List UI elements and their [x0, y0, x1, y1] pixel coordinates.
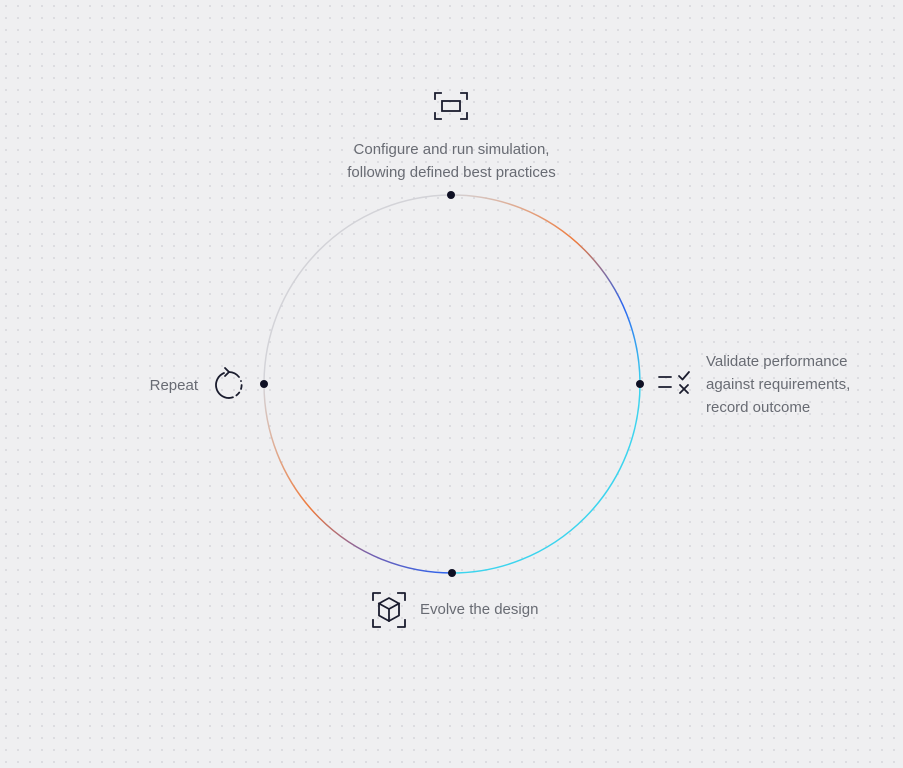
step-validate-line-3: record outcome — [706, 399, 811, 416]
step-evolve-label: Evolve the design — [420, 598, 538, 621]
step-validate-label: Validate performance against requirement… — [706, 350, 850, 419]
checklist-icon — [658, 371, 690, 394]
frame-icon — [434, 92, 468, 120]
ring-arc-bottom-right — [451, 383, 641, 574]
step-configure-label: Configure and run simulation, following … — [300, 138, 603, 184]
step-configure-line-2: following defined best practices — [347, 164, 556, 181]
ring-arc-top-right — [450, 194, 641, 385]
ring-arc-top-left — [263, 194, 452, 385]
node-left — [260, 380, 268, 388]
step-validate-line-2: against requirements, — [706, 376, 851, 393]
step-repeat-label: Repeat — [120, 374, 198, 397]
ring-arc-bottom-left — [263, 383, 453, 574]
refresh-icon — [215, 367, 243, 399]
step-repeat-line-1: Repeat — [149, 377, 198, 394]
node-right — [636, 380, 644, 388]
step-configure-line-1: Configure and run simulation, — [353, 141, 550, 158]
step-evolve-line-1: Evolve the design — [420, 601, 539, 618]
cube-icon — [372, 592, 406, 628]
step-validate-line-1: Validate performance — [706, 353, 848, 370]
node-bottom — [448, 569, 456, 577]
node-top — [447, 191, 455, 199]
